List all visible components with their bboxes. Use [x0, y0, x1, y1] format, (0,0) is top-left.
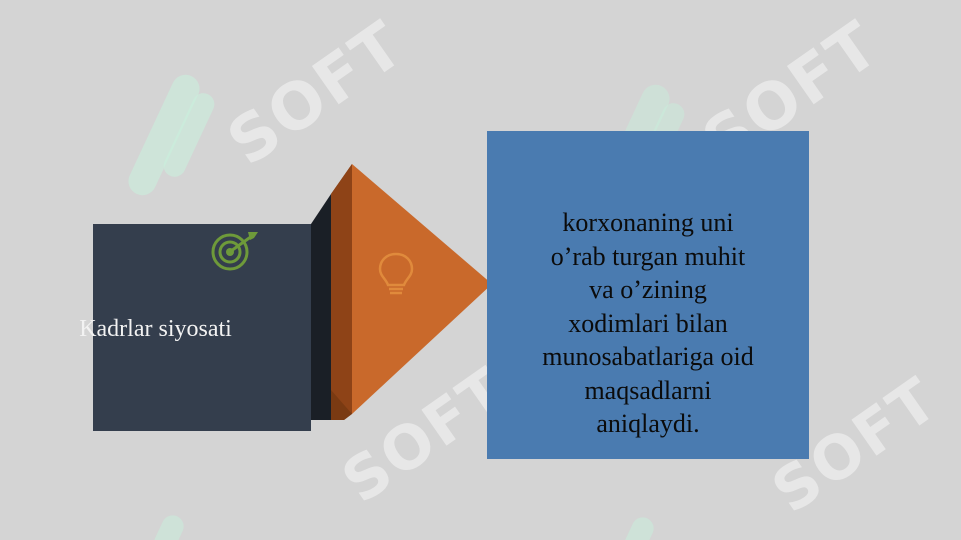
- watermark-logo-icon: [128, 74, 215, 196]
- lightbulb-icon: [378, 252, 414, 295]
- arrow-connector: [311, 164, 492, 420]
- left-concept-box: [93, 224, 311, 431]
- watermark-logo-icon: [154, 515, 184, 540]
- watermark-logo-icon: [624, 517, 654, 540]
- watermark-text: SOFT: [215, 7, 418, 181]
- left-label: Kadrlar siyosati: [79, 316, 232, 342]
- target-icon: [211, 232, 258, 271]
- description-text: korxonaning uni o’rab turgan muhit va o’…: [542, 208, 754, 438]
- right-description-box: [487, 131, 809, 459]
